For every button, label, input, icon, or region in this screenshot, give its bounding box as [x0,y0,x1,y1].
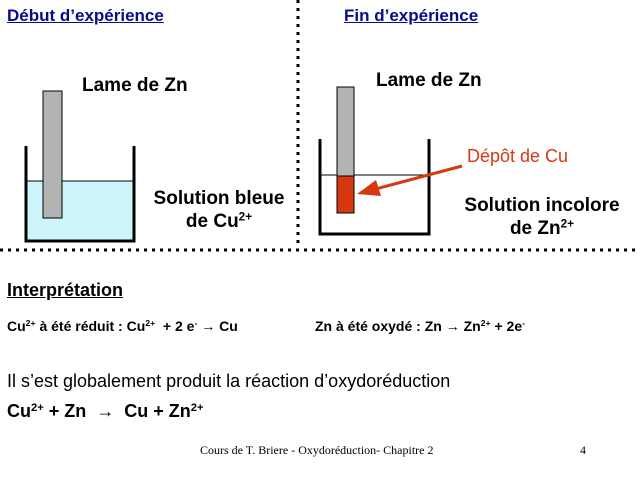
oxidation-equation: Zn à été oxydé : Zn → Zn2+ + 2e- [315,318,525,334]
reduction-equation: Cu2+ à été réduit : Cu2+ + 2 e- → Cu [7,318,238,334]
right-solution-label: Solution incolore de Zn2+ [447,194,637,240]
left-solution-line1: Solution bleue [153,188,285,209]
global-reaction-equation: Cu2+ + Zn → Cu + Zn2+ [7,401,204,421]
right-solution-line1: Solution incolore [464,195,620,216]
copper-deposit [336,175,355,214]
footer-text: Cours de T. Briere - Oxydoréduction- Cha… [200,443,434,457]
deposit-arrowhead [357,180,381,196]
interpretation-title: Interprétation [7,280,124,300]
left-zinc-label: Lame de Zn [82,75,188,96]
page-number: 4 [580,443,586,457]
end-heading: Fin d’expérience [344,6,479,25]
left-beaker [24,146,136,243]
deposit-arrow [371,164,463,192]
right-beaker [318,139,431,236]
left-solution-label: Solution bleue de Cu2+ [140,187,298,233]
right-solution-line2: de Zn2+ [509,217,575,239]
right-zinc-plate [336,86,355,177]
start-heading: Début d’expérience [7,6,164,25]
left-solution-line2: de Cu2+ [185,210,253,232]
right-zinc-label: Lame de Zn [376,70,482,91]
left-zinc-plate [42,90,63,219]
global-reaction-sentence: Il s’est globalement produit la réaction… [7,371,451,391]
copper-deposit-label: Dépôt de Cu [467,146,569,166]
